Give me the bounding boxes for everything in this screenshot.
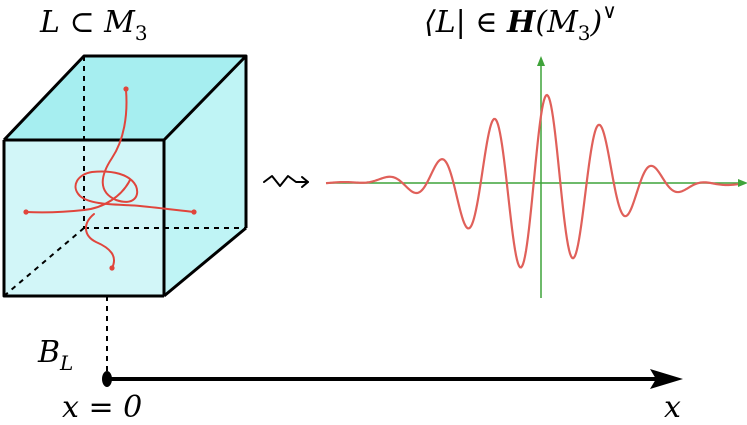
- wave-plot: [325, 56, 747, 298]
- link-in-manifold-label: L ⊂ M3: [39, 5, 148, 45]
- x-axis-arrow: [107, 369, 683, 389]
- squiggle-arrow-icon: [263, 175, 309, 188]
- origin-label: x = 0: [62, 390, 142, 425]
- boundary-point-marker: [102, 371, 112, 387]
- boundary-label: BL: [37, 335, 73, 375]
- link-endpoints: [23, 86, 197, 271]
- cube-manifold: [2, 54, 248, 298]
- cube-visible-edges: [2, 54, 248, 298]
- link-tangle: [25, 89, 195, 269]
- hilbert-state-label: ⟨L| ∈ H(M3)∨: [424, 0, 617, 45]
- cube-right-face: [164, 56, 246, 296]
- axis-x-label: x: [664, 390, 681, 425]
- wave-curve: [325, 93, 739, 269]
- x-axis-arrowhead: [650, 369, 683, 389]
